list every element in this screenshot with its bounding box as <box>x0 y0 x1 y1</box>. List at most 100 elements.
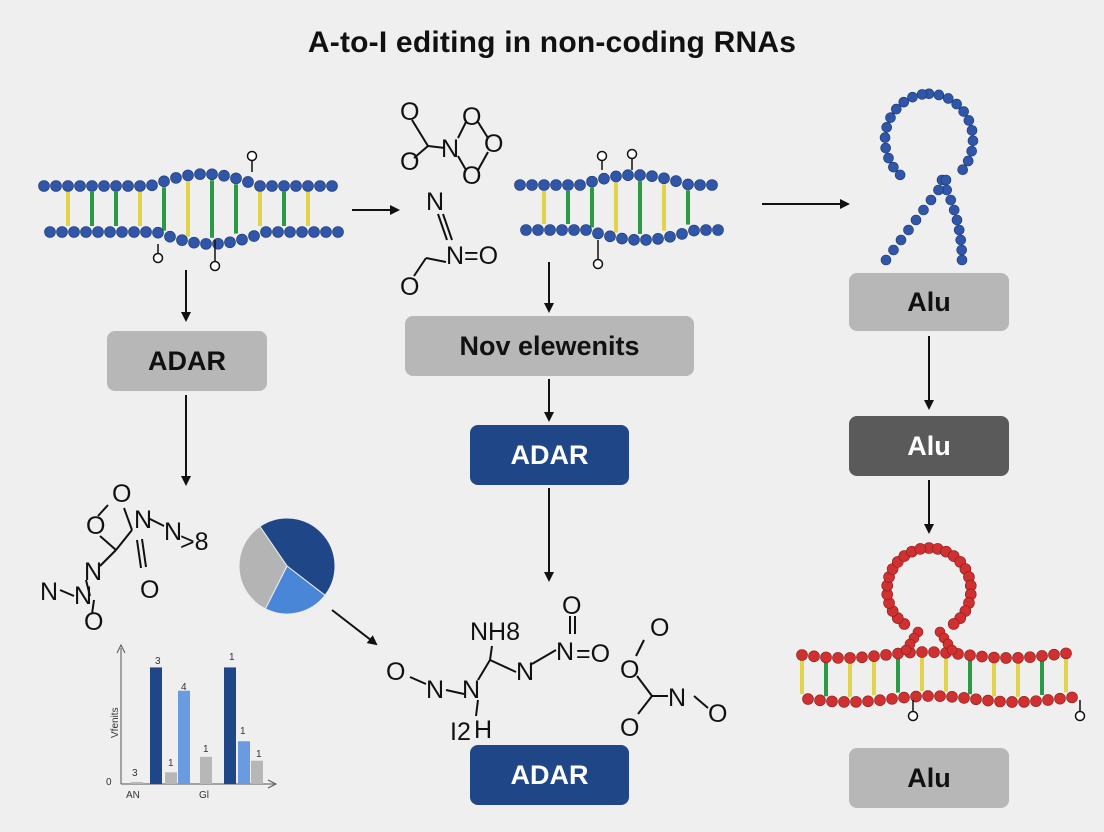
nucleotide <box>914 543 927 555</box>
nucleotide <box>903 224 914 236</box>
nucleotide <box>260 226 272 238</box>
nucleotide <box>62 180 74 192</box>
atom-h: H <box>474 716 492 744</box>
nucleotide <box>868 650 880 663</box>
diagram-title: A-to-I editing in non-coding RNAs <box>307 26 797 59</box>
nucleotide <box>802 693 814 705</box>
nucleotide <box>946 690 958 703</box>
atom-n: N <box>462 676 480 704</box>
nucleotide <box>308 226 320 238</box>
nucleotide <box>898 96 910 108</box>
nucleotide <box>152 226 164 239</box>
atom-group-i: I2 <box>450 718 471 746</box>
chart-bar <box>150 667 162 784</box>
atom-n: N <box>84 558 102 586</box>
atom-o: O <box>400 148 419 176</box>
chart-y-label: Vfenits <box>110 707 121 738</box>
rna-duplex-left <box>38 150 344 272</box>
nucleotide <box>910 690 922 703</box>
arrow-pie-to-compound <box>331 609 378 646</box>
nucleotide <box>934 690 946 702</box>
modification-site <box>626 148 638 160</box>
atom-n: N <box>426 188 444 216</box>
nucleotide <box>128 226 140 238</box>
molecule-left-bottom: O O N N >8 O N N N O <box>40 480 209 636</box>
nucleotide <box>556 224 568 236</box>
nucleotide <box>966 125 978 136</box>
chart-bar <box>200 756 212 784</box>
nucleotide <box>891 103 902 115</box>
nucleotide <box>888 161 899 173</box>
atom-n: N <box>40 578 58 606</box>
atom-o: O <box>86 512 105 540</box>
nucleotide <box>838 696 850 708</box>
atom-o: O <box>620 656 639 684</box>
modification-site <box>596 150 608 162</box>
nucleotide <box>706 179 718 191</box>
nucleotide <box>550 179 562 191</box>
chart-value-label: 1 <box>240 726 246 737</box>
nucleotide <box>922 690 934 702</box>
nucleotide <box>933 89 945 101</box>
nucleotide <box>1036 650 1048 662</box>
nucleotide <box>885 112 896 123</box>
nucleotide <box>910 214 922 226</box>
adar-box-left: ADAR <box>107 331 267 391</box>
pie-slice <box>259 517 336 597</box>
nucleotide <box>964 649 976 662</box>
nucleotide <box>242 176 254 188</box>
nucleotide <box>658 172 670 185</box>
nucleotide <box>302 180 314 192</box>
nucleotide <box>916 646 928 658</box>
atom-n: N <box>426 676 444 704</box>
nucleotide <box>610 170 622 183</box>
nucleotide <box>278 180 290 192</box>
nucleotide <box>68 226 80 238</box>
rna-hairpin-red <box>796 542 1086 722</box>
nucleotide <box>652 233 664 245</box>
nucleotide <box>526 179 538 191</box>
nucleotide <box>236 233 248 246</box>
nucleotide <box>538 179 550 191</box>
nucleotide <box>928 646 940 658</box>
alu-box-top: Alu <box>849 273 1009 331</box>
nucleotide <box>918 204 929 216</box>
nucleotide <box>134 180 146 192</box>
nucleotide <box>1024 651 1036 663</box>
nucleotide <box>320 226 332 238</box>
nucleotide <box>676 228 688 240</box>
modification-site <box>209 260 221 272</box>
nucleotide <box>888 244 899 256</box>
nucleotide <box>188 236 200 249</box>
chart-value-label: 1 <box>168 758 174 769</box>
nucleotide <box>988 651 1000 664</box>
atom-o: O <box>386 658 405 686</box>
modification-site <box>152 252 164 264</box>
nucleotide <box>640 234 652 246</box>
nucleotide <box>916 89 928 100</box>
nucleotide <box>1012 652 1024 664</box>
adar-box-middle: ADAR <box>470 425 629 485</box>
nucleotide <box>1066 691 1078 704</box>
nucleotide <box>326 180 338 192</box>
nucleotide <box>272 226 284 238</box>
nucleotide <box>170 172 182 184</box>
atom-o: O <box>112 480 131 508</box>
nucleotide <box>700 224 712 236</box>
molecule-nitro: N N=O O <box>400 188 498 301</box>
nucleotide <box>1030 695 1042 707</box>
nucleotide <box>862 695 874 708</box>
atom-n: N <box>516 658 534 686</box>
rna-duplex-middle <box>514 148 724 270</box>
atom-n: N <box>556 638 574 666</box>
nucleotide <box>976 650 988 663</box>
nucleotide <box>224 236 236 249</box>
nucleotide <box>942 93 954 104</box>
atom-n: N <box>164 518 182 546</box>
nucleotide <box>1006 696 1018 708</box>
nucleotide <box>230 172 242 185</box>
nucleotide <box>206 168 218 181</box>
nucleotide <box>895 234 907 246</box>
nucleotide <box>982 694 994 707</box>
